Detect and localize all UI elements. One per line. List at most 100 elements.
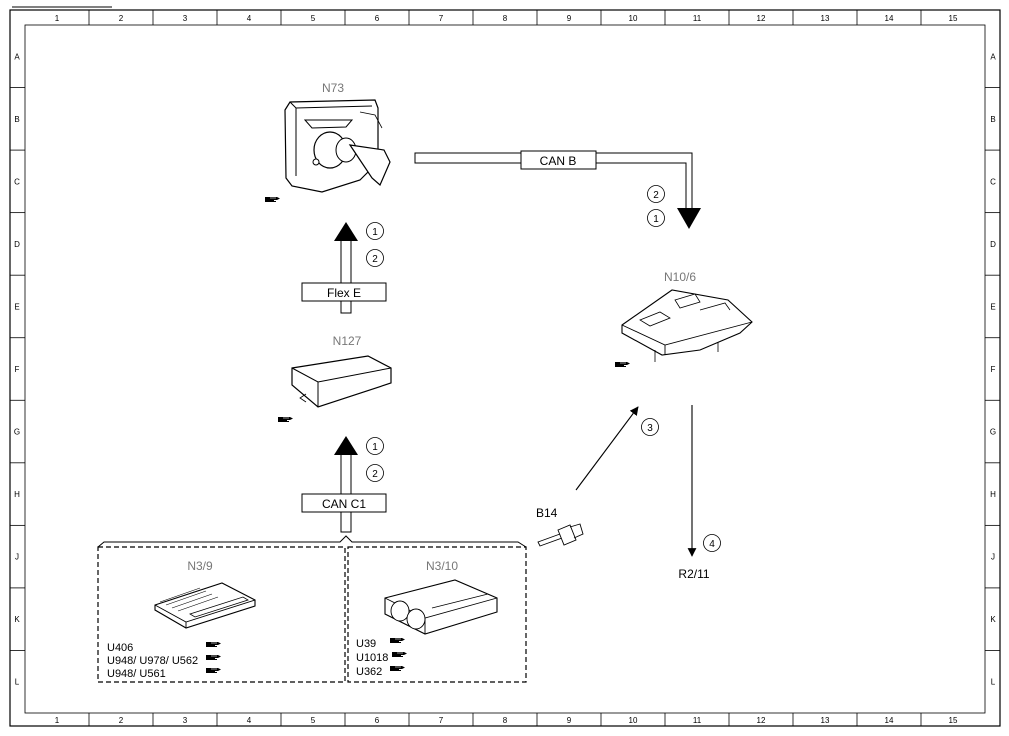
can-b-line: CAN B [414,150,701,229]
grid-column-label: 8 [503,716,508,725]
n3-10-group: N3/10 U39 U1018 U362 [347,546,527,683]
grid-row-label: F [991,365,996,374]
n3-10-code-1: U39 [356,638,376,650]
svg-text:1: 1 [653,214,659,225]
grid-row-label: B [14,115,19,124]
grid-row-label: L [15,678,20,687]
grid-row-label: E [990,302,995,311]
grid-column-label: 12 [757,14,766,23]
n127-module: N127 [291,334,392,408]
marker-canb-1: 1 [647,209,665,227]
svg-text:2: 2 [653,190,659,201]
n73-label: N73 [322,81,344,95]
n73-ignition-lock: N73 [284,81,391,193]
grid-column-label: 2 [119,14,124,23]
grid-column-label: 15 [949,716,958,725]
grid-row-label: C [14,177,20,186]
marker-canb-2: 2 [647,185,665,203]
grid-column-label: 12 [757,716,766,725]
grid-column-label: 10 [629,14,638,23]
b14-arrow [575,406,639,491]
grid-row-label: G [14,428,20,437]
n10-6-reference-icon [614,361,631,368]
can-c1-label: CAN C1 [322,497,366,511]
grid-column-label: 7 [439,716,444,725]
n10-6-label: N10/6 [664,270,696,284]
grid-column-label: 11 [693,716,702,725]
grid-row-label: B [990,115,995,124]
grid-column-label: 6 [375,716,380,725]
grid-row-label: D [14,240,20,249]
svg-text:1: 1 [372,227,378,238]
flex-e-label: Flex E [327,286,361,300]
grid-column-label: 15 [949,14,958,23]
grid-column-label: 4 [247,716,252,725]
n3-9-code-3: U948/ U561 [107,668,166,680]
svg-text:2: 2 [372,254,378,265]
grid-row-label: K [990,615,996,624]
can-c1-arrow: CAN C1 [301,436,387,533]
grid-row-label: H [990,490,996,499]
reference-icon [205,641,222,648]
svg-text:3: 3 [647,423,653,434]
reference-icon [389,637,406,644]
grid-row-label: J [991,553,995,562]
grid-column-label: 9 [567,716,572,725]
grid-row-label: E [14,302,19,311]
grid-row-label: D [990,240,996,249]
n3-10-code-2: U1018 [356,652,388,664]
grid-column-label: 3 [183,14,188,23]
grid-column-label: 14 [885,716,894,725]
grid-column-label: 5 [311,14,316,23]
n3-9-label: N3/9 [187,559,213,573]
reference-icon [205,654,222,661]
grid-column-label: 10 [629,716,638,725]
n73-reference-icon [264,196,281,203]
grid-row-label: J [15,553,19,562]
grid-column-label: 9 [567,14,572,23]
svg-text:4: 4 [709,539,715,550]
marker-b14-3: 3 [641,418,659,436]
n127-label: N127 [333,334,362,348]
n3-10-label: N3/10 [426,559,458,573]
flex-e-arrow: Flex E [301,222,387,314]
n10-6-module: N10/6 [621,270,753,362]
grid-column-label: 14 [885,14,894,23]
grid-column-label: 1 [55,716,60,725]
grid-row-label: A [990,52,996,61]
b14-sensor: B14 [536,506,584,547]
grid-reference-marks: 1122334455667788991010111112121313141415… [10,10,1000,726]
marker-canc1-2: 2 [366,464,384,482]
n3-10-code-3: U362 [356,666,382,678]
drawing-frame [9,6,1001,727]
svg-text:2: 2 [372,469,378,480]
grid-row-label: G [990,428,996,437]
b14-label: B14 [536,506,558,520]
grid-column-label: 4 [247,14,252,23]
grid-row-label: C [990,177,996,186]
marker-flex-1: 1 [366,222,384,240]
grid-column-label: 13 [821,14,830,23]
grid-row-label: K [14,615,20,624]
grid-column-label: 11 [693,14,702,23]
r2-11-label: R2/11 [678,567,709,581]
grid-column-label: 8 [503,14,508,23]
grid-column-label: 7 [439,14,444,23]
grid-column-label: 2 [119,716,124,725]
grid-row-label: F [15,365,20,374]
n3-9-group: N3/9 U406 U948/ U978/ U562 U948/ U561 [97,546,346,683]
reference-icon [205,667,222,674]
grid-row-label: H [14,490,20,499]
reference-icon [389,665,406,672]
n3-9-code-1: U406 [107,642,133,654]
grid-row-label: A [14,52,20,61]
reference-icon [391,651,408,658]
grid-column-label: 13 [821,716,830,725]
grid-column-label: 5 [311,716,316,725]
marker-canc1-1: 1 [366,437,384,455]
n127-reference-icon [277,416,294,423]
grid-row-label: L [991,678,996,687]
marker-flex-2: 2 [366,249,384,267]
grid-column-label: 6 [375,14,380,23]
